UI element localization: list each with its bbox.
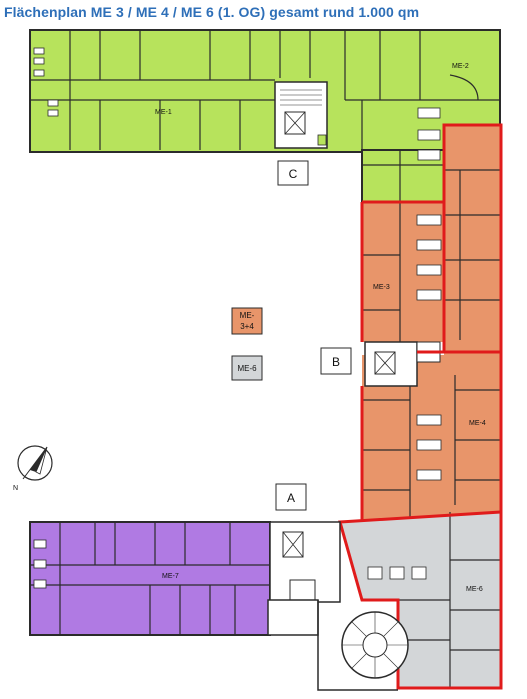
- unit-label-me2: ME-2: [452, 63, 469, 70]
- legend-swatch-me34: [231, 307, 263, 335]
- zone-me7: [29, 521, 271, 636]
- unit-label-me6: ME-6: [466, 586, 483, 593]
- compass-north-label: N: [13, 485, 18, 492]
- block-a-label: A: [287, 491, 295, 505]
- legend-label-me6: ME-6: [237, 364, 257, 373]
- legend-swatch-me6: [231, 355, 263, 381]
- unit-label-me4: ME-4: [469, 420, 486, 427]
- block-b-box: [320, 347, 352, 375]
- compass-icon: [17, 445, 53, 481]
- unit-label-me3: ME-3: [373, 284, 390, 291]
- page-title: Flächenplan ME 3 / ME 4 / ME 6 (1. OG) g…: [4, 4, 420, 20]
- core-a: [267, 521, 409, 691]
- zone-me3-me4: [360, 123, 503, 524]
- legend-label-me34-line1: ME-: [240, 311, 255, 320]
- legend-label-me34-line2: 3+4: [240, 322, 254, 331]
- block-a-box: [275, 483, 307, 511]
- zone-me6: [338, 510, 503, 690]
- zone-me1-me2: [29, 29, 501, 203]
- block-b-label: B: [332, 355, 340, 369]
- unit-label-me1: ME-1: [155, 109, 172, 116]
- unit-label-me7: ME-7: [162, 573, 179, 580]
- block-c-box: [277, 160, 309, 186]
- block-c-label: C: [289, 167, 298, 181]
